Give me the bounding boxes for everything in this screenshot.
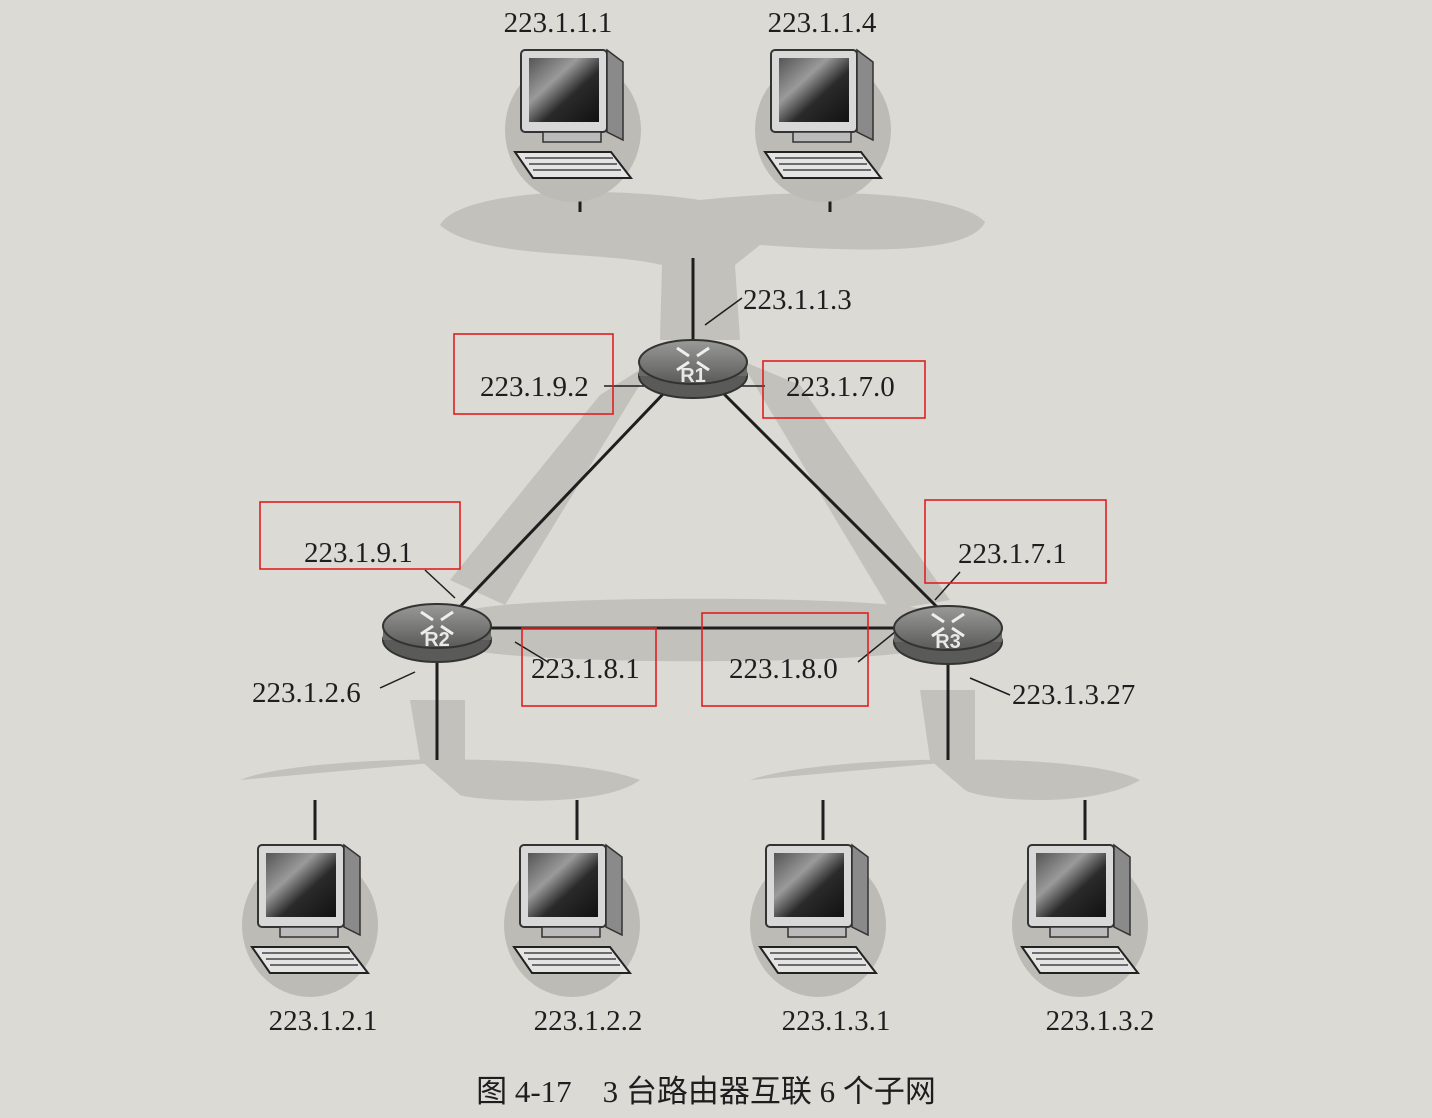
interface-label-r3-top: 223.1.7.1 bbox=[958, 538, 1067, 570]
router-label: R3 bbox=[935, 631, 961, 653]
router-r1: R1 bbox=[637, 338, 749, 400]
host-ip-label: 223.1.2.1 bbox=[269, 1005, 378, 1037]
router-label: R2 bbox=[424, 629, 450, 651]
highlight-box-223-1-8-1 bbox=[521, 627, 657, 707]
highlight-box-223-1-8-0 bbox=[701, 612, 869, 707]
highlight-box-223-1-7-1 bbox=[924, 499, 1107, 584]
leader-lines bbox=[379, 297, 1011, 696]
host-ip-label: 223.1.1.1 bbox=[504, 7, 613, 39]
router-r2: R2 bbox=[381, 602, 493, 664]
interface-label-r2-top: 223.1.9.1 bbox=[304, 537, 413, 569]
interface-label-r1-left: 223.1.9.2 bbox=[480, 371, 589, 403]
interface-labels: 223.1.1.3 223.1.9.2 223.1.7.0 223.1.9.1 … bbox=[252, 284, 1135, 711]
interface-label-r3-left: 223.1.8.0 bbox=[729, 653, 838, 685]
computer-icon bbox=[504, 49, 642, 203]
computer-icon bbox=[503, 844, 641, 998]
computer-icon bbox=[241, 844, 379, 998]
host-223-1-1-4: 223.1.1.4 bbox=[754, 7, 892, 203]
interface-label-r1-right: 223.1.7.0 bbox=[786, 371, 895, 403]
host-ip-label: 223.1.3.1 bbox=[782, 1005, 891, 1037]
host-223-1-3-1: 223.1.3.1 bbox=[749, 844, 891, 1037]
host-ip-label: 223.1.1.4 bbox=[768, 7, 877, 39]
highlight-box-223-1-9-1 bbox=[259, 501, 461, 570]
host-ip-label: 223.1.2.2 bbox=[534, 1005, 643, 1037]
computer-icon bbox=[1011, 844, 1149, 998]
highlight-boxes bbox=[259, 333, 1107, 707]
router-label: R1 bbox=[680, 365, 706, 387]
router-r3: R3 bbox=[892, 604, 1004, 666]
figure-caption: 图 4-17 3 台路由器互联 6 个子网 bbox=[476, 1074, 936, 1109]
highlight-box-223-1-9-2 bbox=[453, 333, 614, 415]
computer-icon bbox=[749, 844, 887, 998]
host-223-1-1-1: 223.1.1.1 bbox=[504, 7, 642, 203]
host-223-1-2-2: 223.1.2.2 bbox=[503, 844, 643, 1037]
interface-label-r3-bottom: 223.1.3.27 bbox=[1012, 679, 1135, 711]
highlight-box-223-1-7-0 bbox=[762, 360, 926, 419]
host-223-1-3-2: 223.1.3.2 bbox=[1011, 844, 1155, 1037]
interface-label-r1-top: 223.1.1.3 bbox=[743, 284, 852, 316]
subnet-shading bbox=[240, 192, 1140, 801]
interface-label-r2-bottom: 223.1.2.6 bbox=[252, 677, 361, 709]
computer-icon bbox=[754, 49, 892, 203]
host-223-1-2-1: 223.1.2.1 bbox=[241, 844, 379, 1037]
interface-label-r2-right: 223.1.8.1 bbox=[531, 653, 640, 685]
host-ip-label: 223.1.3.2 bbox=[1046, 1005, 1155, 1037]
